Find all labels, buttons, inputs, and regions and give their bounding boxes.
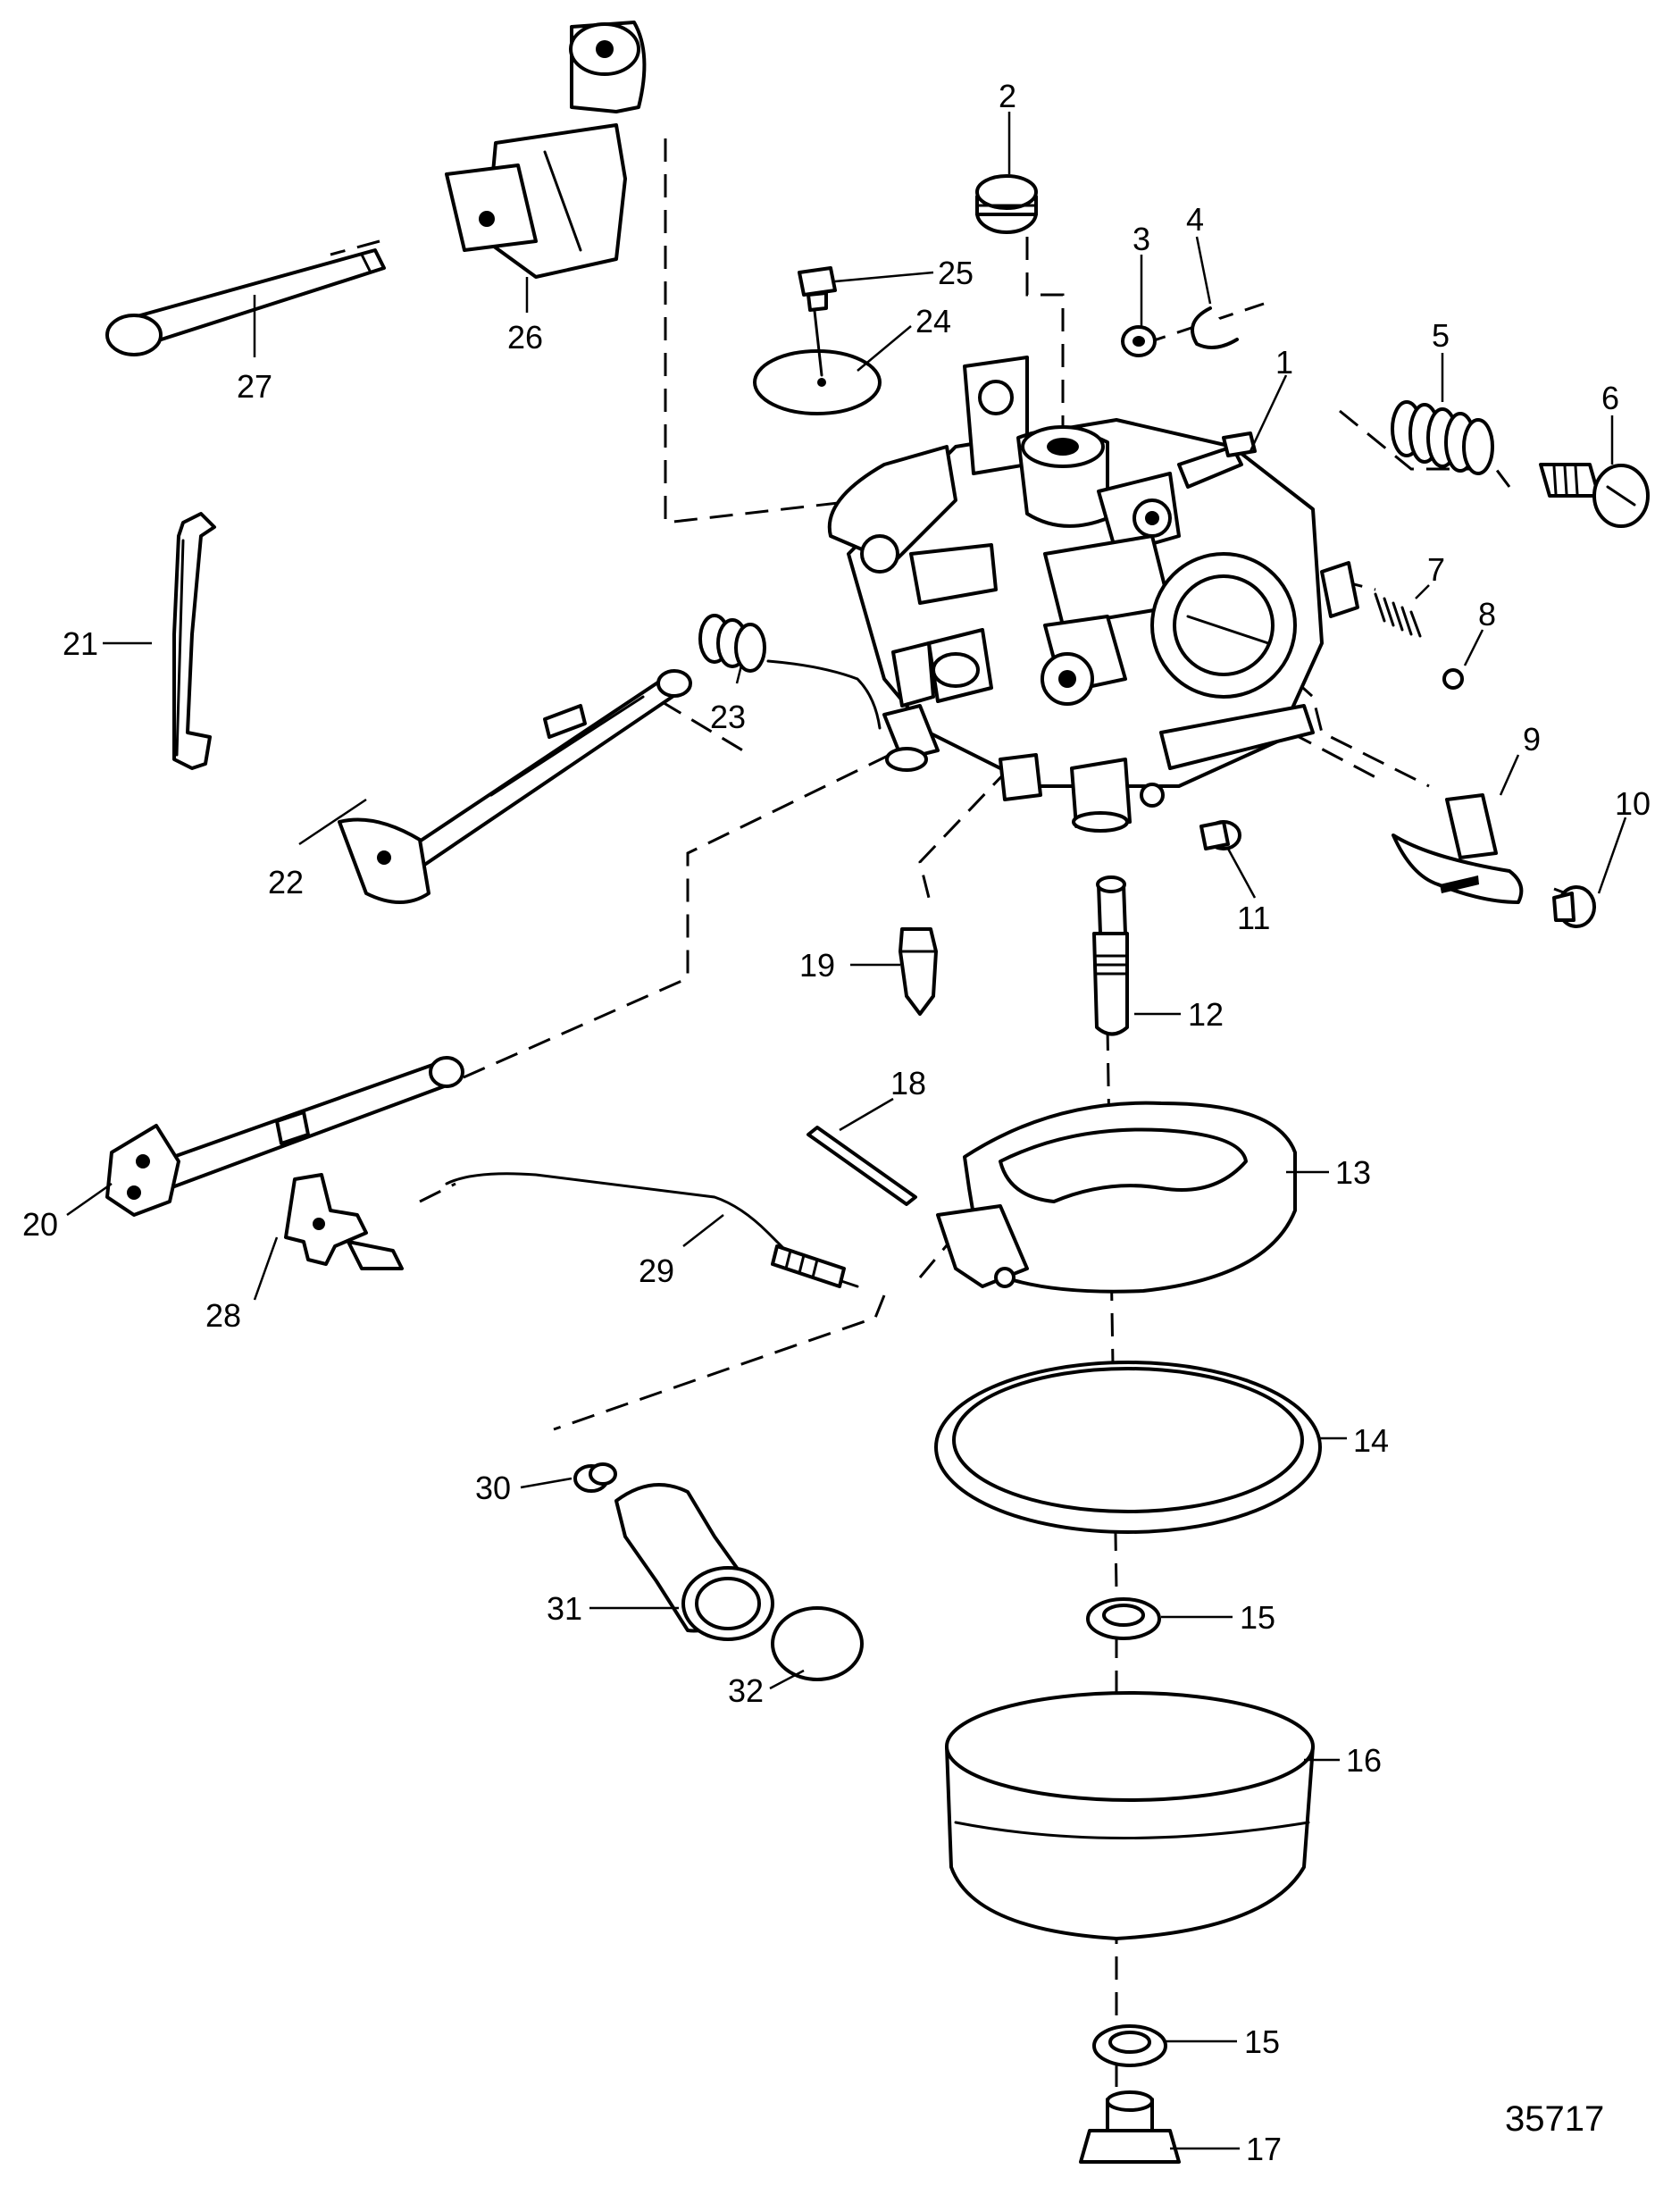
callout-1: 1 [1275,344,1293,381]
part-17-drain-plug [1079,2090,1181,2164]
part-16-float-bowl [945,1691,1315,1940]
part-30-seal [573,1462,617,1493]
part-12-main-jet [1092,875,1129,1036]
part-6-adjusting-screw [1539,463,1650,528]
callout-15-upper: 15 [1240,1599,1275,1636]
callout-22: 22 [268,864,304,900]
part-27-throttle-shaft-screw [105,248,386,356]
callout-11: 11 [1237,900,1270,936]
callout-labels: 1 2 3 4 5 6 7 8 9 10 11 12 13 14 15 15 1… [22,78,1651,2167]
part-15-washer-lower [1092,2024,1167,2067]
callout-26: 26 [507,319,543,356]
callout-20: 20 [22,1206,58,1243]
callout-3: 3 [1133,221,1150,257]
callout-32: 32 [728,1672,764,1709]
callout-18: 18 [890,1065,926,1102]
part-9-choke-plate [1392,793,1524,904]
callout-5: 5 [1432,317,1450,354]
part-2-plug [975,174,1038,234]
callout-29: 29 [639,1252,674,1289]
callout-19: 19 [799,947,835,984]
callout-7: 7 [1427,551,1445,588]
part-1-carburetor-body [827,356,1359,833]
part-8-ball [1442,668,1464,690]
callout-24: 24 [915,303,951,339]
callout-9: 9 [1523,721,1541,758]
part-19-needle [899,927,938,1016]
part-18-pin [807,1126,917,1206]
callout-2: 2 [999,78,1016,114]
part-4-e-clip [1191,306,1239,349]
part-21-link [172,512,216,770]
callout-21: 21 [63,625,98,662]
callout-17: 17 [1246,2131,1282,2167]
callout-8: 8 [1478,596,1496,632]
part-3-washer [1121,325,1157,357]
part-29-rod [445,1172,859,1288]
part-32-diaphragm [771,1606,864,1681]
part-25-screw [798,266,837,312]
callout-28: 28 [205,1297,241,1334]
callout-13: 13 [1335,1154,1371,1191]
callout-16: 16 [1346,1742,1382,1779]
part-20-throttle-shaft [105,1056,464,1217]
part-24-throttle-plate [753,309,882,415]
figure-number: 35717 [1505,2099,1604,2139]
part-7-spring [1374,592,1422,638]
part-23-return-spring [698,614,882,730]
callout-6: 6 [1601,380,1619,416]
part-31-primer-body [614,1483,774,1641]
callout-27: 27 [237,368,272,405]
part-22-choke-shaft [338,669,692,904]
part-14-gasket [934,1361,1322,1534]
callout-25: 25 [938,255,974,291]
part-11-screw [1199,820,1241,850]
callout-23: 23 [710,699,746,735]
callout-12: 12 [1188,996,1224,1033]
callout-15-lower: 15 [1244,2023,1280,2060]
callout-4: 4 [1186,201,1204,238]
part-13-float [936,1101,1297,1294]
part-15-washer-upper [1086,1597,1161,1640]
callout-31: 31 [547,1590,582,1627]
part-5-spring [1391,400,1494,475]
part-10-screw [1552,885,1596,928]
leader-lines [66,112,1627,2150]
part-28-cam [284,1173,404,1270]
part-26-throttle-arm [445,21,647,279]
callout-30: 30 [475,1470,511,1506]
callout-14: 14 [1353,1422,1389,1459]
callout-10: 10 [1615,785,1651,822]
